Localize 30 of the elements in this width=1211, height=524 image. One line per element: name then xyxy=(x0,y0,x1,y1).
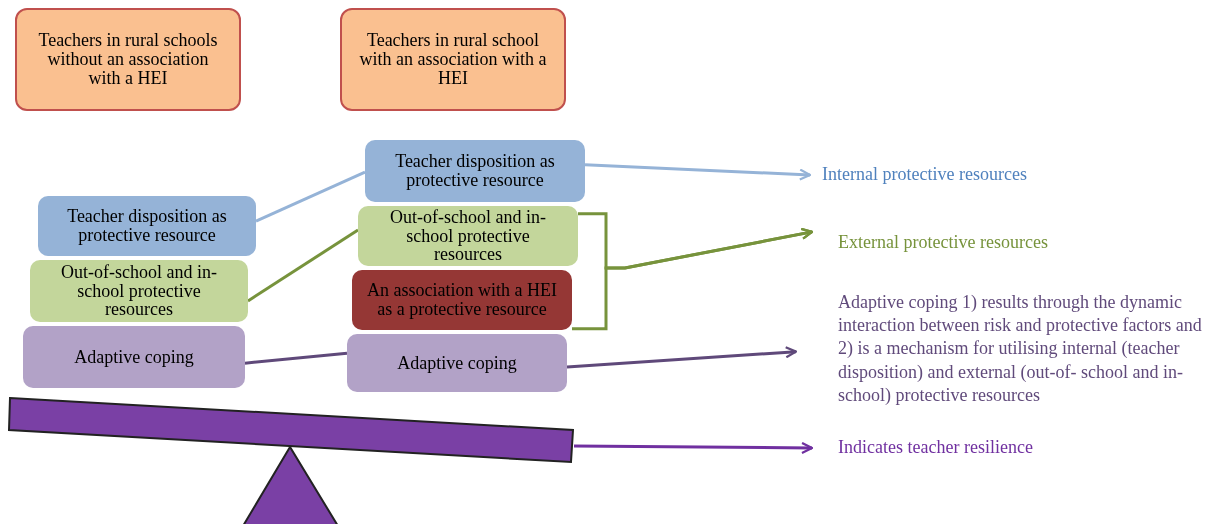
box-label: Teacher disposition as protective resource xyxy=(66,207,228,245)
connector-line xyxy=(255,170,366,223)
resource-box xyxy=(352,270,572,330)
group-header-box xyxy=(15,8,241,111)
legend-text: External protective resources xyxy=(838,231,1048,255)
arrow xyxy=(572,227,814,331)
coping-box xyxy=(23,326,245,388)
arrow xyxy=(566,346,798,369)
box-label: Teacher disposition as protective resource xyxy=(394,152,556,190)
box-label: Teachers in rural school with an association with a HEI xyxy=(358,31,548,88)
connector-line xyxy=(244,351,348,365)
box-label: Out-of-school and in-school protective resources xyxy=(389,207,547,265)
seesaw-drawing xyxy=(8,396,574,524)
resource-box xyxy=(358,206,578,266)
resource-box xyxy=(30,260,248,322)
legend-text: Internal protective resources xyxy=(822,163,1027,187)
connector-line xyxy=(247,228,359,303)
box-label: An association with a HEI as a protective resource xyxy=(366,281,558,319)
resource-box xyxy=(365,140,585,202)
arrow xyxy=(584,163,812,181)
resource-box xyxy=(38,196,256,256)
box-label: Out-of-school and in-school protective resources xyxy=(60,262,218,320)
arrow xyxy=(574,441,814,454)
box-label: Adaptive coping xyxy=(396,353,518,373)
legend-text: Indicates teacher resilience xyxy=(838,436,1033,460)
coping-box xyxy=(347,334,567,392)
box-label: Adaptive coping xyxy=(73,347,195,367)
box-label: Teachers in rural schools without an association with a HEI xyxy=(37,31,219,88)
legend-text: Adaptive coping 1) results through the dynamic interaction between risk and protective factors and 2) is a mechanism for utilising internal (teacher disposition) and external (out-of- school and in-school) protective resources xyxy=(838,290,1203,408)
group-header-box xyxy=(340,8,566,111)
